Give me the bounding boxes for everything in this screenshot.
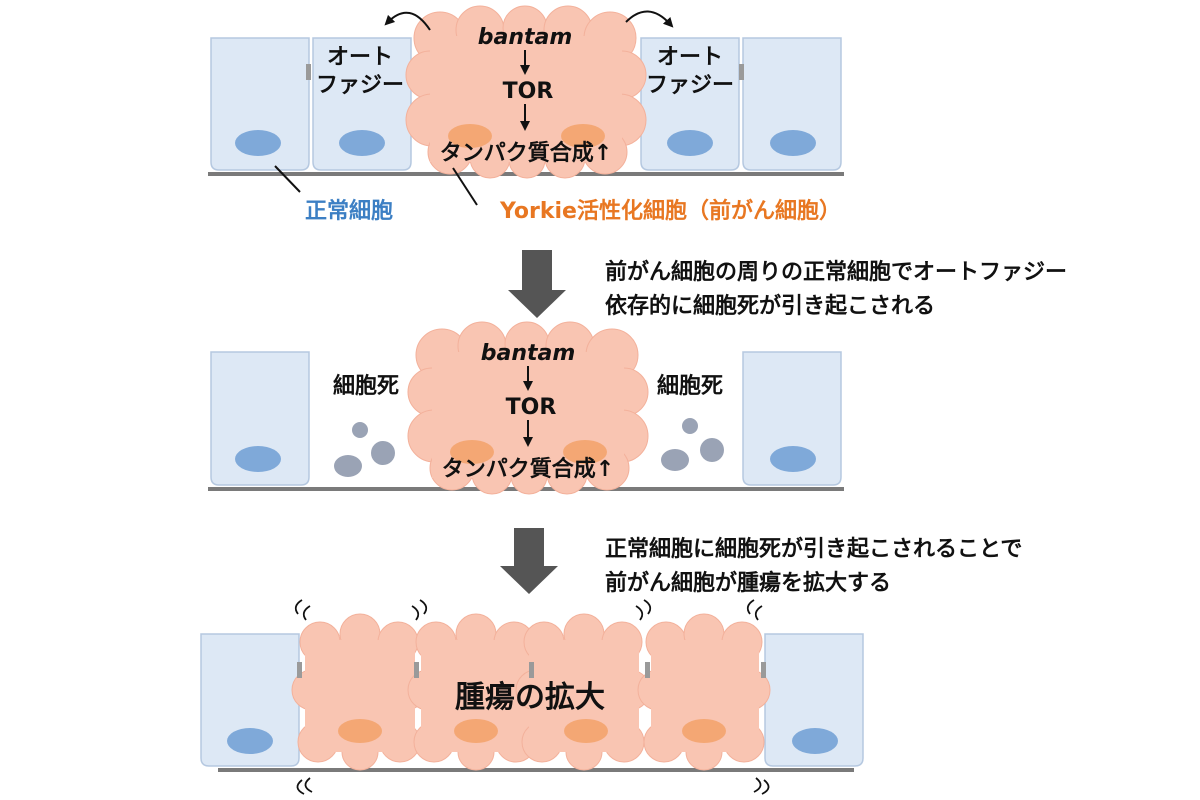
nucleus bbox=[235, 446, 281, 472]
tumor-cell bbox=[637, 613, 771, 771]
nucleus-precancer bbox=[338, 719, 382, 743]
nucleus-precancer bbox=[454, 719, 498, 743]
normal-cell bbox=[764, 633, 864, 767]
tor-label: TOR bbox=[506, 395, 557, 420]
caption-1-line-2: 依存的に細胞死が引き起こされる bbox=[605, 294, 936, 319]
cell-junction bbox=[645, 662, 650, 678]
caption-1: 前がん細胞の周りの正常細胞でオートファジー 依存的に細胞死が引き起こされる bbox=[605, 256, 1067, 324]
autophagy-label-left: ファジー bbox=[316, 73, 404, 98]
tumor-cell bbox=[407, 613, 543, 771]
autophagy-label-right: ファジー bbox=[646, 73, 734, 98]
nucleus-precancer bbox=[564, 719, 608, 743]
protein-synthesis-label: タンパク質合成↑ bbox=[440, 140, 612, 166]
autophagy-label-right: オート bbox=[657, 45, 723, 70]
cell-junction bbox=[414, 662, 419, 678]
pointer-line bbox=[452, 167, 478, 206]
cell-death-label-left: 細胞死 bbox=[333, 373, 399, 399]
cell-junction bbox=[529, 662, 534, 678]
nucleus bbox=[792, 728, 838, 754]
caption-2-line-1: 正常細胞に細胞死が引き起こされることで bbox=[605, 537, 1023, 562]
nucleus bbox=[339, 130, 385, 156]
nucleus bbox=[770, 446, 816, 472]
normal-cell bbox=[742, 351, 842, 486]
normal-cell bbox=[210, 37, 310, 171]
nucleus-precancer bbox=[561, 124, 605, 148]
cell-junction bbox=[306, 64, 311, 80]
autophagy-label-left: オート bbox=[327, 45, 393, 70]
panel-2: bantam TOR タンパク質合成↑ 細胞死 細胞死 bbox=[208, 321, 844, 495]
normal-cell bbox=[210, 351, 310, 486]
curved-arrow-right bbox=[625, 10, 674, 28]
precancer-cell-cluster bbox=[405, 5, 647, 179]
panel-3: 腫瘍の拡大 bbox=[200, 599, 864, 795]
tor-label: TOR bbox=[503, 79, 554, 104]
tumor-cell bbox=[291, 613, 427, 771]
cell-junction bbox=[761, 662, 766, 678]
dead-cell-fragments-right bbox=[661, 418, 724, 471]
nucleus-precancer bbox=[682, 719, 726, 743]
cell-death-label-right: 細胞死 bbox=[657, 373, 723, 399]
yorkie-cell-label: Yorkie活性化細胞（前がん細胞） bbox=[499, 198, 841, 224]
down-arrow-2 bbox=[500, 528, 558, 594]
curved-arrow-left bbox=[384, 11, 431, 31]
protein-synthesis-label: タンパク質合成↑ bbox=[442, 456, 614, 482]
caption-2-line-2: 前がん細胞が腫瘍を拡大する bbox=[605, 571, 892, 596]
panel-1: bantam TOR タンパク質合成↑ オート ファジー オート ファジー 正常… bbox=[208, 5, 844, 224]
basement-membrane bbox=[218, 768, 854, 772]
caption-1-line-1: 前がん細胞の周りの正常細胞でオートファジー bbox=[605, 260, 1068, 285]
nucleus-precancer bbox=[450, 440, 494, 464]
normal-cell bbox=[312, 37, 412, 171]
motion-marks bbox=[294, 599, 770, 795]
tumor-expansion-label: 腫瘍の拡大 bbox=[455, 680, 605, 715]
bantam-label: bantam bbox=[478, 25, 573, 50]
nucleus bbox=[770, 130, 816, 156]
bantam-label: bantam bbox=[481, 341, 576, 366]
nucleus bbox=[227, 728, 273, 754]
caption-2: 正常細胞に細胞死が引き起こされることで 前がん細胞が腫瘍を拡大する bbox=[605, 533, 1022, 601]
nucleus bbox=[235, 130, 281, 156]
normal-cell bbox=[200, 633, 300, 767]
normal-cell-label: 正常細胞 bbox=[305, 198, 393, 224]
pointer-line bbox=[274, 165, 301, 193]
normal-cell bbox=[742, 37, 842, 171]
nucleus bbox=[667, 130, 713, 156]
normal-cell bbox=[640, 37, 740, 171]
cell-junction bbox=[739, 64, 744, 80]
down-arrow-1 bbox=[508, 250, 566, 318]
nucleus-precancer bbox=[448, 124, 492, 148]
cell-junction bbox=[297, 662, 302, 678]
dead-cell-fragments-left bbox=[334, 422, 395, 477]
nucleus-precancer bbox=[563, 440, 607, 464]
